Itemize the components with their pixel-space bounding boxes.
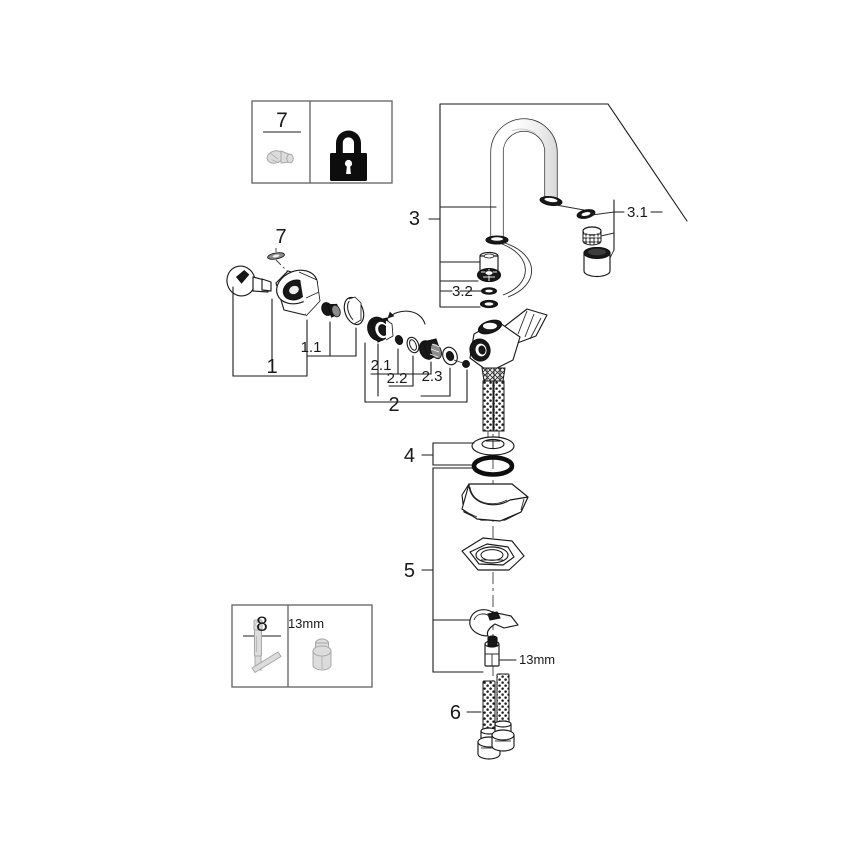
screw-icon — [266, 150, 294, 164]
o-ring-ring — [406, 336, 420, 354]
handle-cap-dome — [275, 269, 321, 317]
spout-group: 3 3.2 — [409, 103, 688, 309]
callout-5: 5 — [404, 560, 415, 582]
handle-bolt — [321, 302, 341, 318]
retaining-nut — [419, 338, 442, 360]
legend-8-note: 13mm — [288, 616, 324, 631]
callout-2-3: 2.3 — [422, 368, 443, 385]
aerator-mesh — [582, 226, 602, 246]
socket-wrench-icon — [312, 638, 332, 671]
mounting-plate — [461, 483, 529, 522]
callout-3: 3 — [409, 208, 420, 230]
callout-3-1: 3.1 — [627, 204, 648, 221]
callout-1-1: 1.1 — [301, 339, 322, 356]
spout-o-ring-upper — [480, 287, 498, 295]
callout-2: 2 — [388, 394, 399, 416]
retaining-clip — [469, 609, 519, 637]
aerator-housing — [583, 246, 611, 278]
dimension-stud-13mm: 13mm — [519, 652, 555, 667]
swivel-spout-tube — [485, 118, 563, 245]
handle-lever — [226, 265, 272, 297]
braided-hose-left — [477, 680, 501, 760]
legend-8-number: 8 — [256, 613, 268, 636]
handle-cartridge-row: 7 — [226, 226, 470, 416]
base-washer — [471, 436, 515, 456]
fixing-screw — [462, 360, 470, 368]
cartridge-body — [367, 316, 394, 343]
legend-box-7 — [251, 100, 393, 184]
chrome-ring — [343, 296, 365, 326]
aerator-washer — [576, 209, 596, 219]
washer — [442, 346, 458, 366]
spout-seal-crown — [476, 267, 502, 283]
callout-4: 4 — [404, 445, 415, 467]
braided-hose-right — [491, 673, 515, 752]
flexible-hoses: 6 — [450, 673, 515, 760]
callout-2-2: 2.2 — [387, 370, 408, 387]
base-seal-set: 4 — [404, 436, 515, 477]
aerator-assembly: 3.1 — [555, 199, 663, 278]
grub-screw — [267, 252, 285, 260]
spout-o-ring-lower — [479, 299, 499, 309]
padlock-icon — [330, 130, 367, 181]
allen-key-tool-icon — [251, 619, 282, 674]
threaded-stud — [484, 635, 500, 667]
callout-2-1: 2.1 — [371, 357, 392, 374]
valve-body — [469, 308, 548, 382]
fixing-set: 5 13mm — [404, 467, 555, 673]
hex-nut — [461, 537, 525, 571]
legend-box-8: 13mm — [231, 604, 373, 688]
o-ring-small — [394, 334, 404, 346]
callout-7-top: 7 — [275, 226, 286, 248]
callout-3-2: 3.2 — [452, 283, 473, 300]
base-o-ring — [471, 455, 515, 477]
callout-6: 6 — [450, 702, 461, 724]
legend-7-number: 7 — [276, 109, 288, 132]
